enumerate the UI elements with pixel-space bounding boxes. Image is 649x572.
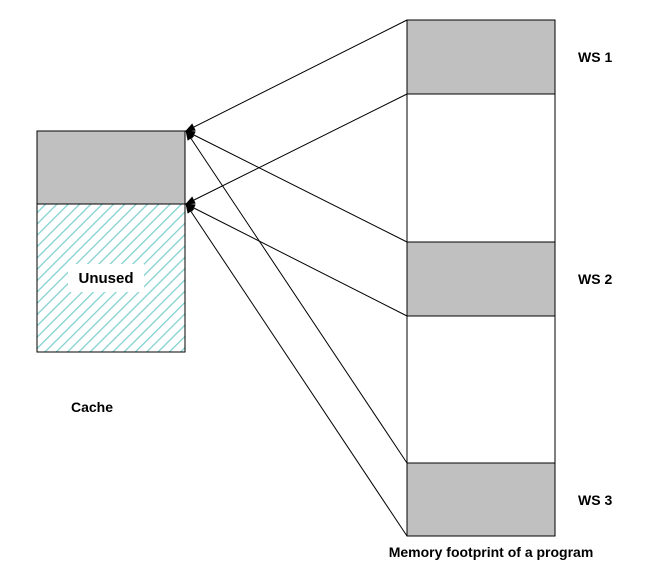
arrow-ws1-bottom-to-cache (185, 93, 408, 205)
cache-caption: Cache (71, 399, 113, 415)
arrow-ws3-bottom-to-cache (185, 203, 408, 537)
cache-unused-label-bg (68, 264, 144, 292)
cache-used-region (36, 130, 186, 205)
arrow-ws2-bottom-to-cache (185, 203, 408, 317)
memory-caption: Memory footprint of a program (389, 544, 594, 560)
cache-block: Unused (36, 130, 186, 353)
working-set-2-label: WS 2 (578, 271, 612, 287)
memory-footprint (406, 19, 556, 537)
working-set-1-block (406, 19, 556, 95)
working-set-1-label: WS 1 (578, 49, 612, 65)
working-set-2-block (406, 241, 556, 317)
arrow-ws1-top-to-cache (185, 19, 408, 132)
arrow-ws3-top-to-cache (185, 130, 408, 464)
working-set-3-block (406, 462, 556, 537)
working-set-3-label: WS 3 (578, 492, 612, 508)
mapping-arrows (185, 19, 408, 537)
cache-unused-label: Unused (78, 270, 133, 287)
arrow-ws2-top-to-cache (185, 130, 408, 243)
